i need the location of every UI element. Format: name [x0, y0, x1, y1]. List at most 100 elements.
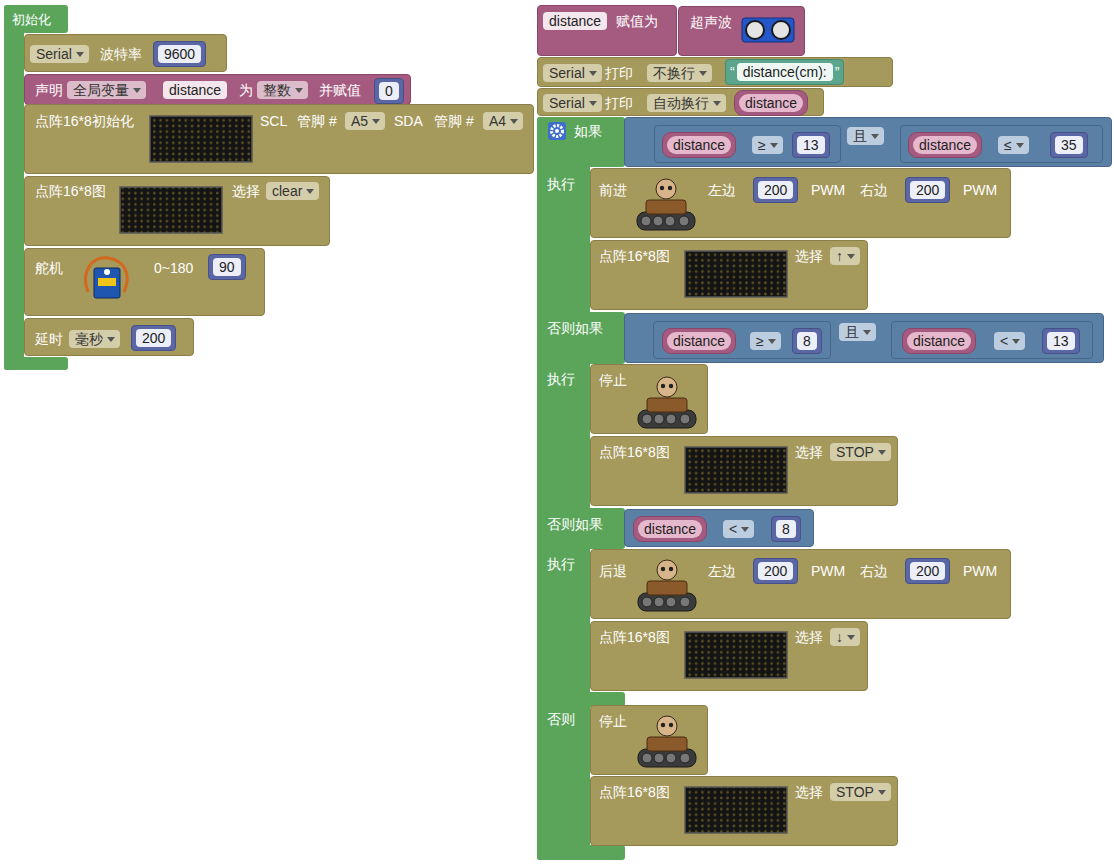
block-label: 超声波 [690, 13, 732, 31]
car-wheel [666, 597, 676, 607]
number-block: 0 [374, 78, 404, 104]
input-field: 90 [213, 258, 241, 276]
dropdown-arrow [589, 71, 597, 76]
logic-block: <distance13 [891, 321, 1093, 359]
block-label: 停止 [599, 712, 627, 730]
block-label: 执行 [547, 175, 575, 193]
statement-block: 停止 [590, 364, 708, 434]
car-eye [661, 567, 665, 571]
number-block: 13 [792, 132, 830, 158]
dropdown-arrow [741, 527, 749, 532]
input-field: 13 [797, 136, 825, 154]
statement-block: Serial 波特率 9600 [24, 34, 227, 72]
mutator-gear-icon [548, 122, 566, 140]
gear-box [548, 122, 566, 140]
car-eye [660, 186, 664, 190]
dropdown-field: 自动换行 [647, 94, 726, 112]
block-label: 后退 [599, 562, 627, 580]
input-field: distance [739, 94, 803, 112]
input-field: 200 [758, 562, 793, 580]
block-label: 选择 [232, 182, 260, 200]
input-field: 200 [136, 329, 171, 347]
block-label: 点阵16*8图 [599, 247, 670, 265]
ultrasonic-icon [742, 18, 794, 42]
statement-block: Serial打印不换行“distance(cm):” [537, 57, 893, 87]
variable-set-block: distance赋值为超声波 [537, 5, 677, 56]
statement-block: 前进左边PWM右边PWM200200 [590, 168, 1011, 238]
string-block: “distance(cm):” [725, 59, 844, 85]
block-label: 打印 [605, 64, 633, 82]
input-field: distance [638, 520, 702, 538]
block-label: 声明 [35, 81, 63, 99]
block-label: PWM [963, 181, 997, 199]
car-wheel [654, 753, 664, 763]
block-frame-part [537, 845, 625, 860]
logic-block: ≥distance8 [653, 321, 831, 359]
dropdown-field: < [723, 520, 754, 538]
block-label: 管脚 # [434, 112, 474, 130]
car-wheel [642, 414, 652, 424]
variable-set-block: 声明全局变量distance为整数并赋值0 [24, 74, 411, 105]
number-block: 200 [905, 558, 950, 584]
car-track [638, 410, 696, 428]
variable-block: distance [633, 516, 707, 542]
car-wheel [666, 753, 676, 763]
input-field: distance [667, 136, 731, 154]
car-body [646, 200, 686, 214]
dropdown-field: clear [266, 182, 319, 200]
dropdown-arrow [295, 88, 303, 93]
car-head [656, 179, 676, 199]
led-matrix-icon [685, 787, 787, 833]
number-block: 9600 [153, 41, 206, 67]
block-label: 右边 [860, 562, 888, 580]
statement-block: Serial打印自动换行distance [537, 88, 824, 116]
dropdown-field: STOP [830, 443, 891, 461]
dropdown-field: ↓ [830, 628, 860, 646]
block-label: 否则如果 [547, 319, 603, 337]
number-block: 200 [131, 325, 176, 351]
dropdown-field: A4 [483, 112, 523, 130]
block-label: 前进 [599, 181, 627, 199]
statement-block: 点阵16*8初始化SCL管脚 #A5SDA管脚 #A4 [24, 104, 534, 174]
statement-block: 延时毫秒200 [24, 318, 194, 356]
block-label: 左边 [708, 562, 736, 580]
number-block: 8 [792, 328, 822, 354]
servo-icon [85, 258, 127, 298]
number-block: 200 [905, 177, 950, 203]
input-field: distance [907, 332, 971, 350]
block-label: 波特率 [100, 45, 142, 63]
statement-block: 点阵16*8图选择STOP [590, 436, 898, 506]
variable-block: distance [902, 328, 976, 354]
dropdown-field: Serial [543, 64, 602, 82]
dropdown-arrow [372, 119, 380, 124]
gear-ring [552, 126, 563, 137]
block-frame-part [537, 508, 625, 549]
servo-label [98, 278, 116, 286]
input-field: distance [543, 12, 607, 30]
dropdown-field: Serial [30, 45, 89, 63]
input-field: 8 [776, 520, 796, 538]
block-label: 否则如果 [547, 515, 603, 533]
gear-hub [555, 129, 559, 133]
car-track [638, 593, 696, 611]
dropdown-arrow [510, 119, 518, 124]
block-label: 左边 [708, 181, 736, 199]
hat-block: 初始化Serial波特率9600声明全局变量distance为整数并赋值0点阵1… [4, 5, 69, 370]
sensor-block: 超声波 [678, 6, 805, 56]
dropdown-arrow [768, 339, 776, 344]
car-track [637, 212, 695, 230]
input-field: distance [163, 81, 227, 99]
number-block: 13 [1042, 328, 1080, 354]
car-eye [668, 186, 672, 190]
block-label: 右边 [860, 181, 888, 199]
dropdown-arrow [76, 52, 84, 57]
statement-block: 点阵16*8图选择↓ [590, 621, 868, 691]
input-field: 35 [1055, 136, 1083, 154]
car-track [638, 749, 696, 767]
block-label: 点阵16*8图 [599, 783, 670, 801]
block-label: 点阵16*8图 [35, 182, 106, 200]
input-field: 200 [910, 562, 945, 580]
car-eye [669, 384, 673, 388]
led-matrix-icon [150, 116, 252, 162]
